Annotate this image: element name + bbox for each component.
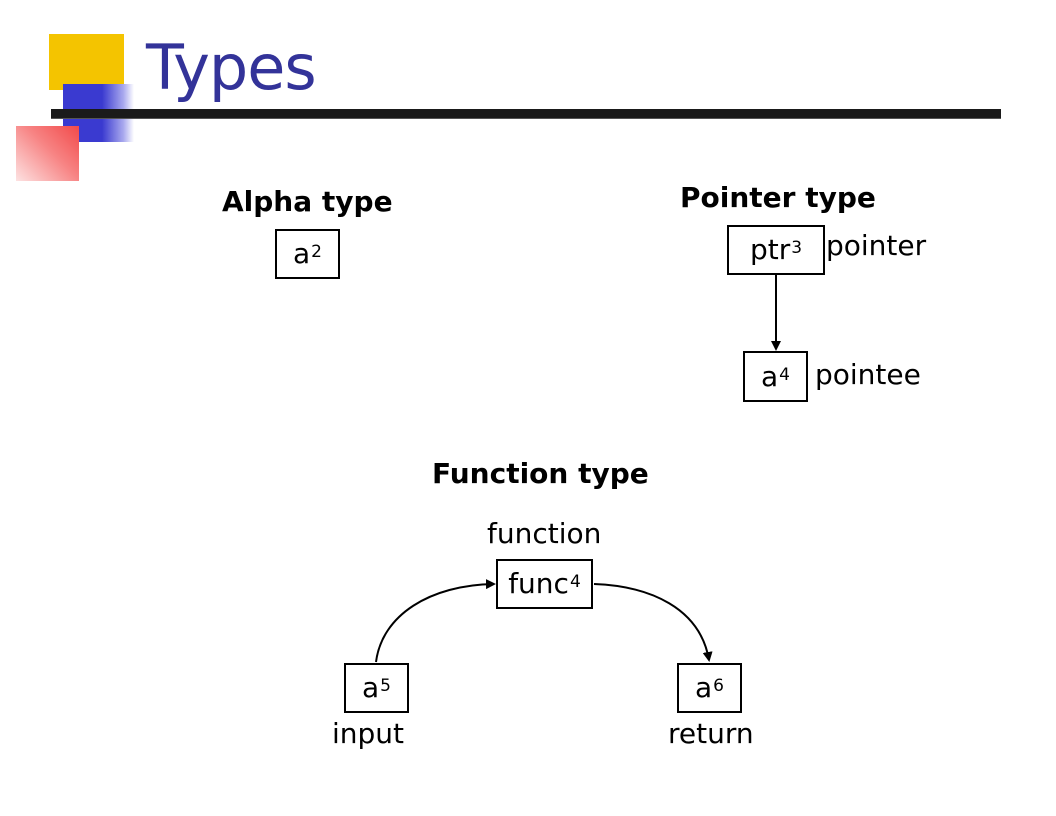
decor-yellow-square — [49, 34, 124, 90]
alpha-type-heading: Alpha type — [222, 185, 393, 218]
slide-title: Types — [146, 31, 317, 104]
pointer-label: pointer — [826, 229, 927, 262]
pointer-type-heading: Pointer type — [680, 181, 876, 214]
input-box-base: a — [362, 671, 380, 704]
function-label: function — [487, 517, 602, 550]
return-box-base: a — [695, 671, 713, 704]
alpha-box-base: a — [293, 237, 311, 270]
input-to-function-arrow — [375, 579, 496, 663]
decor-red-square — [16, 126, 79, 181]
function-box-base: func — [508, 567, 569, 600]
pointee-box-base: a — [761, 359, 779, 393]
pointer-box-base: ptr — [749, 233, 791, 266]
function-to-return-arrow — [593, 583, 713, 662]
input-label: input — [332, 717, 405, 750]
pointee-label: pointee — [815, 358, 921, 391]
title-underline — [51, 109, 1001, 118]
return-label: return — [668, 717, 754, 750]
function-type-heading: Function type — [432, 457, 649, 490]
